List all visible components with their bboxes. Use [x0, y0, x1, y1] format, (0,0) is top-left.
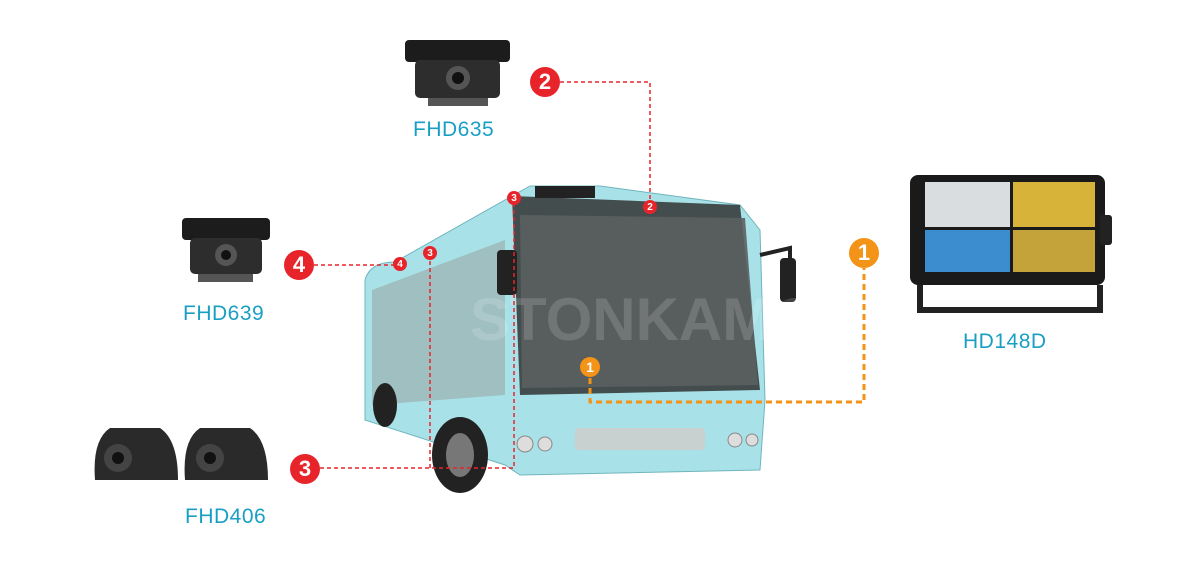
camera-fhd406-image	[94, 428, 268, 480]
bus-illustration	[364, 185, 796, 493]
monitor-hd148d-image	[910, 175, 1112, 313]
badge-3-small-b: 3	[423, 246, 437, 260]
badge-1: 1	[849, 238, 879, 268]
camera-fhd635-image	[405, 40, 510, 106]
badge-4-small: 4	[393, 257, 407, 271]
camera-fhd639-image	[182, 218, 270, 282]
badge-3-small-a: 3	[507, 191, 521, 205]
badge-2: 2	[530, 67, 560, 97]
badge-4: 4	[284, 250, 314, 280]
label-hd148d: HD148D	[963, 330, 1047, 353]
connection-line-2	[560, 81, 651, 205]
connection-line-1	[588, 268, 866, 404]
badge-1-small: 1	[580, 357, 600, 377]
label-fhd406: FHD406	[185, 505, 267, 528]
badge-3: 3	[290, 454, 320, 484]
watermark: STONKAM®	[470, 286, 816, 353]
label-fhd639: FHD639	[183, 302, 265, 325]
connection-line-3a	[320, 198, 515, 469]
label-fhd635: FHD635	[413, 118, 495, 141]
badge-2-small: 2	[643, 200, 657, 214]
